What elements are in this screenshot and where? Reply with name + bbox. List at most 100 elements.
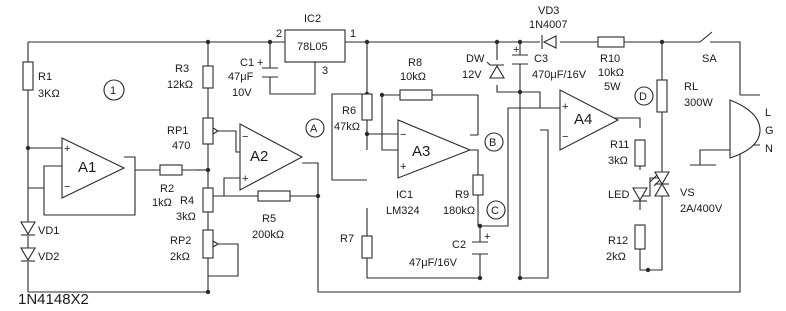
svg-text:VD1: VD1 — [38, 225, 59, 237]
svg-text:+: + — [242, 173, 248, 185]
svg-text:47μF/16V: 47μF/16V — [409, 257, 458, 269]
svg-text:R1: R1 — [38, 71, 52, 83]
svg-text:R8: R8 — [408, 57, 422, 69]
diode-vd1: VD1 — [20, 221, 59, 237]
svg-text:R11: R11 — [610, 139, 629, 151]
resistor-r1: R1 3KΩ — [22, 61, 60, 100]
svg-text:DW: DW — [466, 53, 485, 65]
svg-text:−: − — [64, 181, 70, 193]
svg-text:A2: A2 — [250, 148, 268, 165]
svg-text:2A/400V: 2A/400V — [680, 203, 723, 215]
svg-text:1: 1 — [350, 28, 356, 40]
resistor-r2: R2 1kΩ — [152, 164, 183, 209]
svg-text:A3: A3 — [412, 143, 430, 160]
svg-text:C3: C3 — [534, 53, 548, 65]
svg-text:+: + — [400, 161, 406, 173]
svg-text:1kΩ: 1kΩ — [152, 197, 172, 209]
resistor-r3: R3 12kΩ — [167, 63, 214, 91]
svg-text:12V: 12V — [462, 69, 482, 81]
svg-text:C1: C1 — [240, 57, 254, 69]
svg-text:RL: RL — [684, 81, 698, 93]
resistor-r4: R4 3kΩ — [176, 187, 214, 223]
diode-part-note: 1N4148X2 — [18, 291, 89, 308]
resistor-r5: R5 200kΩ — [252, 190, 291, 241]
svg-text:470: 470 — [172, 140, 190, 152]
resistor-rl: RL 300W — [656, 79, 713, 113]
svg-text:10kΩ: 10kΩ — [598, 67, 624, 79]
svg-text:−: − — [400, 129, 406, 141]
opamp-a4: A4 + − — [559, 89, 620, 151]
resistor-r8: R8 10kΩ — [399, 57, 433, 101]
opamp-a3: A3 − + — [397, 119, 472, 179]
svg-text:R6: R6 — [342, 105, 356, 117]
node-c-marker: C — [486, 200, 506, 220]
svg-text:+: + — [484, 231, 490, 243]
potentiometer-rp1: RP1 470 — [167, 117, 220, 152]
led: LED — [608, 171, 665, 202]
svg-text:10V: 10V — [232, 87, 252, 99]
node-d-marker: D — [634, 86, 654, 106]
node-b-marker: B — [484, 132, 504, 152]
svg-text:VD2: VD2 — [38, 251, 59, 263]
potentiometer-rp2: RP2 2kΩ — [170, 229, 220, 263]
svg-text:LM324: LM324 — [386, 205, 420, 217]
diode-vd2: VD2 — [20, 247, 59, 263]
svg-text:R3: R3 — [175, 63, 189, 75]
svg-text:R5: R5 — [262, 213, 276, 225]
svg-text:N: N — [765, 143, 773, 155]
svg-text:3kΩ: 3kΩ — [176, 211, 196, 223]
svg-text:R7: R7 — [340, 233, 354, 245]
svg-text:78L05: 78L05 — [297, 41, 328, 53]
resistor-r11: R11 3kΩ — [608, 139, 646, 167]
svg-text:SA: SA — [702, 53, 717, 65]
switch-sa: SA — [702, 53, 717, 65]
svg-text:A: A — [310, 123, 318, 135]
svg-text:+: + — [513, 44, 519, 56]
resistor-r7: R7 — [340, 233, 373, 259]
ic1-label: IC1 LM324 — [386, 189, 420, 217]
svg-text:2kΩ: 2kΩ — [170, 251, 190, 263]
svg-text:−: − — [562, 131, 568, 143]
svg-text:C: C — [491, 205, 499, 217]
zener-dw: DW 12V — [462, 53, 505, 81]
svg-text:10kΩ: 10kΩ — [400, 71, 426, 83]
svg-text:A4: A4 — [574, 111, 592, 128]
diode-vd3: VD3 1N4007 — [529, 5, 568, 49]
triac-vs: VS 2A/400V — [654, 171, 723, 215]
svg-text:1: 1 — [110, 85, 116, 97]
resistor-r12: R12 2kΩ — [606, 224, 646, 263]
svg-text:470μF/16V: 470μF/16V — [532, 69, 587, 81]
svg-text:R12: R12 — [608, 235, 628, 247]
node-1-marker: 1 — [103, 79, 125, 101]
svg-text:47kΩ: 47kΩ — [334, 121, 360, 133]
svg-text:G: G — [765, 125, 774, 137]
svg-text:3: 3 — [322, 65, 328, 77]
power-plug: L G N — [729, 99, 774, 159]
capacitor-c1: C1 47μF 10V + — [228, 57, 278, 99]
svg-text:12kΩ: 12kΩ — [167, 79, 193, 91]
svg-text:1N4007: 1N4007 — [529, 19, 568, 31]
svg-text:3kΩ: 3kΩ — [608, 155, 628, 167]
svg-text:D: D — [639, 91, 647, 103]
resistor-r6: R6 47kΩ — [334, 93, 373, 133]
svg-text:VS: VS — [680, 187, 695, 199]
svg-text:LED: LED — [608, 189, 629, 201]
svg-text:−: − — [242, 131, 248, 143]
ic2-regulator: IC2 78L05 2 1 3 — [276, 13, 356, 77]
svg-text:3KΩ: 3KΩ — [38, 88, 60, 100]
svg-text:R9: R9 — [455, 189, 469, 201]
svg-text:200kΩ: 200kΩ — [252, 229, 284, 241]
svg-text:300W: 300W — [684, 97, 713, 109]
svg-text:IC1: IC1 — [396, 189, 413, 201]
capacitor-c3: C3 470μF/16V + — [512, 44, 587, 81]
resistor-r10: R10 10kΩ 5W — [597, 36, 625, 93]
svg-text:RP1: RP1 — [167, 125, 188, 137]
svg-text:+: + — [562, 101, 568, 113]
opamp-a1: A1 + − — [61, 137, 126, 199]
wiring — [27, 31, 760, 293]
svg-text:5W: 5W — [604, 81, 621, 93]
svg-text:B: B — [489, 137, 496, 149]
resistor-r9: R9 180kΩ — [443, 174, 484, 217]
opamp-a2: A2 − + — [239, 123, 304, 191]
